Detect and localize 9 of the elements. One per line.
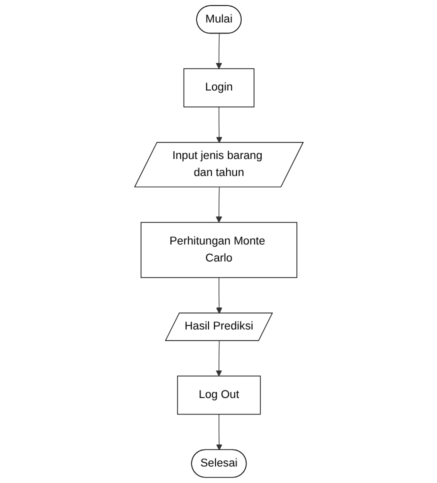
node-box: Perhitungan Monte Carlo — [140, 222, 297, 278]
arrow — [215, 340, 222, 376]
node-box: Login — [183, 68, 254, 108]
arrow — [216, 106, 222, 143]
arrow — [216, 414, 222, 450]
arrow — [216, 277, 222, 314]
arrow — [215, 33, 222, 69]
arrow — [215, 186, 222, 223]
node-box: Log Out — [176, 376, 260, 415]
